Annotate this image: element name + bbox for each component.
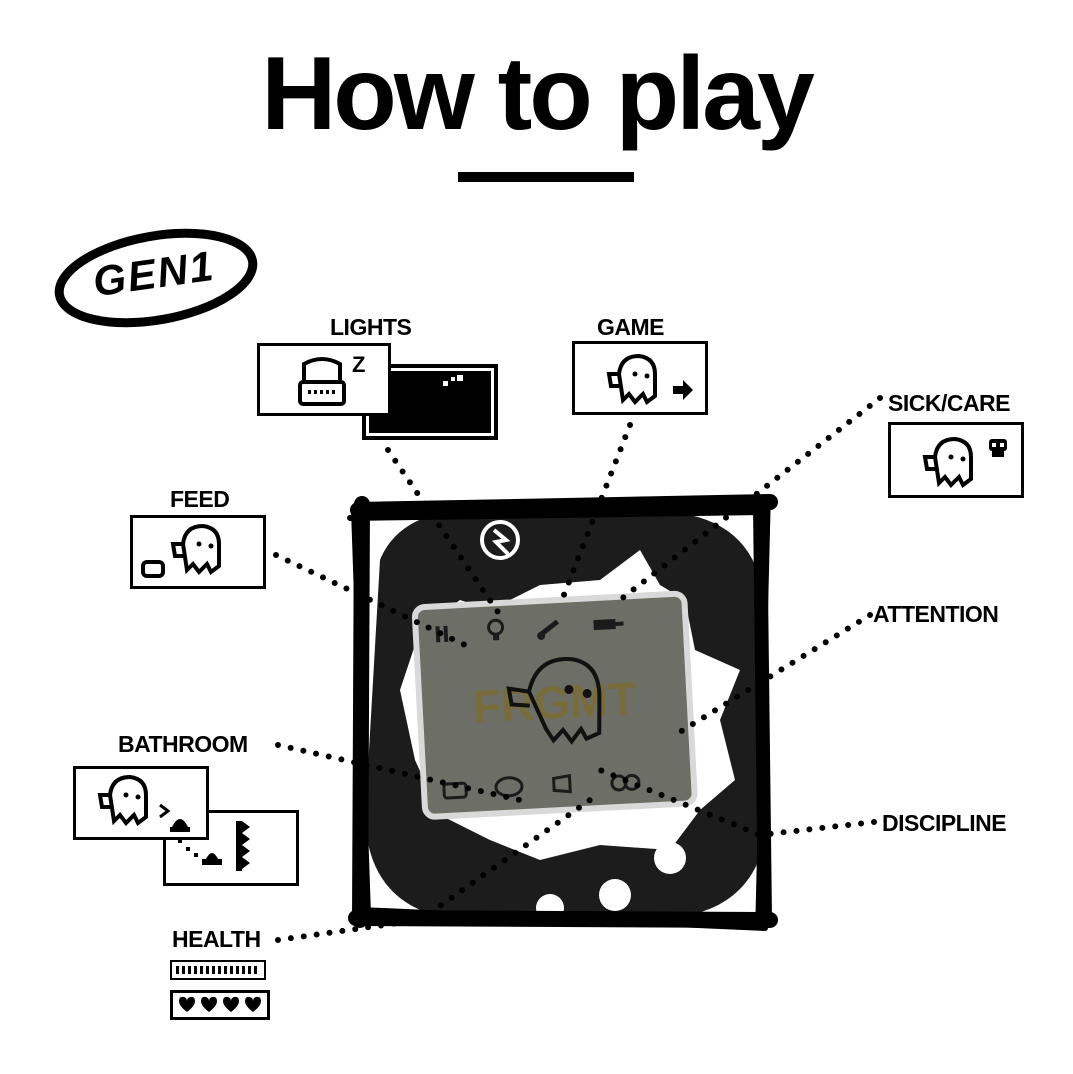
label-lights: LIGHTS — [330, 314, 412, 340]
label-game: GAME — [597, 314, 665, 340]
pet-game-icon — [606, 353, 693, 406]
label-sick-care: SICK/CARE — [888, 390, 1011, 416]
bathroom-screen — [73, 766, 209, 840]
page-title: How to play — [261, 36, 815, 152]
label-attention: ATTENTION — [873, 601, 999, 627]
pet-poop-icon — [97, 774, 190, 832]
sleeping-pet-icon: Z — [298, 352, 365, 406]
hunger-meter-icon — [176, 966, 257, 974]
health-hearts-box — [170, 990, 270, 1020]
sick-pet-skull-icon — [922, 436, 1007, 489]
label-feed: FEED — [170, 486, 230, 512]
label-bathroom: BATHROOM — [118, 731, 248, 757]
lcd-watermark-text: FRGMT — [472, 672, 638, 732]
hearts-icon — [179, 996, 261, 1012]
game-screen — [572, 341, 708, 415]
sick-care-screen — [888, 422, 1024, 498]
flush-wave-icon — [178, 821, 250, 871]
feed-screen — [130, 515, 266, 589]
device-illustration: FRGMT — [347, 494, 778, 931]
health-meter-bar — [170, 960, 266, 980]
title-underline — [458, 172, 634, 182]
svg-text:Z: Z — [352, 352, 365, 377]
pet-bread-icon — [141, 523, 221, 578]
gen-badge-oval — [54, 228, 258, 328]
label-health: HEALTH — [172, 926, 261, 952]
label-discipline: DISCIPLINE — [882, 810, 1007, 836]
lights-on-screen: Z — [257, 343, 391, 416]
dark-screen-icon — [443, 375, 463, 386]
